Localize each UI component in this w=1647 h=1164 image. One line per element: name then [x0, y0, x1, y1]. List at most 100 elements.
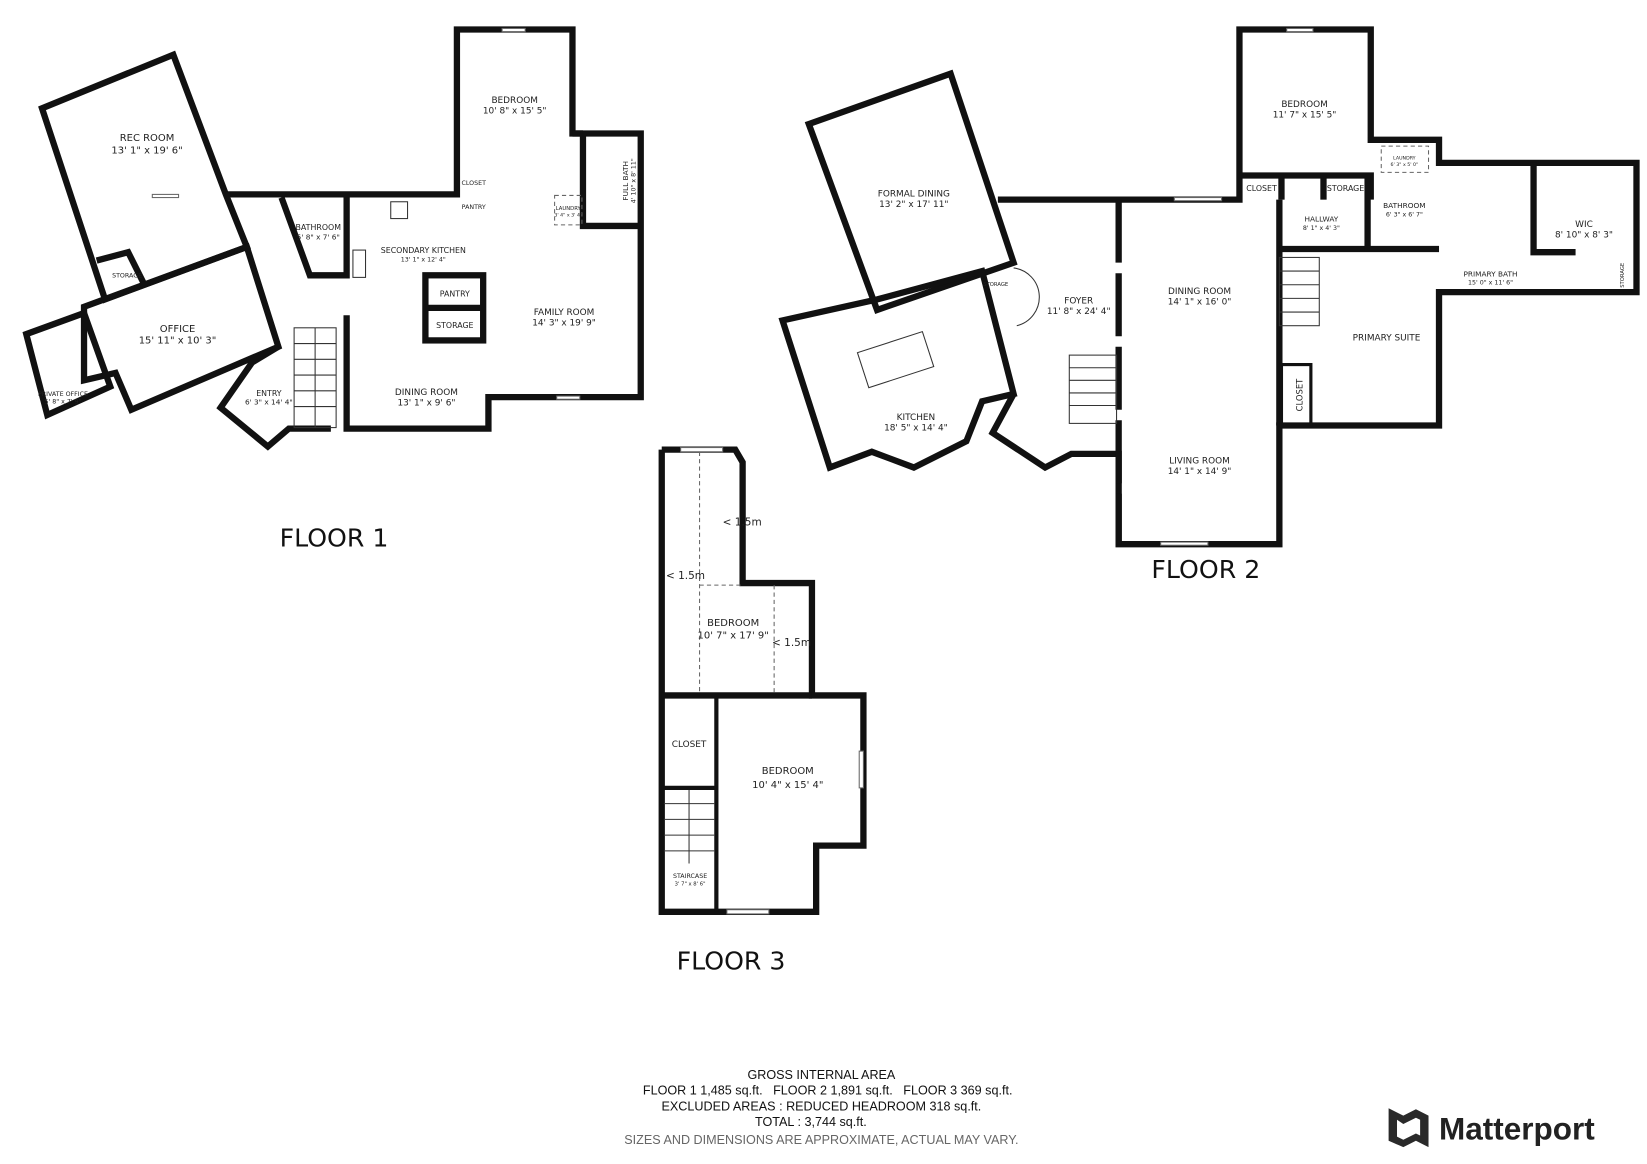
- full-bath-walls: [579, 133, 641, 230]
- kitchen-island: [856, 330, 935, 389]
- headroom-mark: < 1.5m: [666, 570, 705, 582]
- room-dims: 13' 2" x 17' 11": [879, 200, 948, 210]
- room-label: STORAGE: [1620, 263, 1626, 288]
- room-label: BEDROOM: [707, 618, 759, 629]
- laundry-outline: [554, 194, 583, 226]
- room-label: STAIRCASE: [673, 873, 707, 880]
- staircase: [663, 789, 715, 864]
- room-label: FULL BATH: [621, 161, 630, 201]
- room-label: CLOSET: [1294, 378, 1304, 411]
- room-label: STORAGE: [112, 272, 142, 279]
- room-dims: 11' 8" x 24' 4": [1047, 307, 1111, 317]
- room-label: FOYER: [1064, 297, 1093, 307]
- room-dims: 3' 7" x 8' 6": [675, 882, 706, 888]
- room-label: WIC: [1575, 220, 1593, 230]
- spiral-staircase: [1013, 267, 1040, 327]
- room-dims: 10' 4" x 15' 4": [752, 780, 823, 791]
- floor-3-walls: [658, 446, 867, 915]
- room-label: FORMAL DINING: [878, 190, 950, 200]
- brand-name: Matterport: [1439, 1111, 1595, 1147]
- headroom-mark: < 1.5m: [772, 637, 811, 649]
- room-dims: 6' 3" x 6' 7": [1386, 211, 1423, 218]
- room-dims: 14' 3" x 19' 9": [532, 319, 596, 329]
- room-label: BEDROOM: [491, 96, 538, 106]
- room-label: STORAGE: [983, 282, 1008, 288]
- floor-3: < 1.5m < 1.5m < 1.5m BEDROOM 10' 7" x 17…: [658, 446, 867, 976]
- bathroom-walls: [278, 196, 350, 279]
- room-dims: 5' 8" x 7' 6": [297, 233, 340, 242]
- floor-title: FLOOR 2: [1151, 555, 1260, 584]
- area-summary: GROSS INTERNAL AREA FLOOR 1 1,485 sq.ft.…: [624, 1068, 1018, 1147]
- disclaimer: SIZES AND DIMENSIONS ARE APPROXIMATE, AC…: [624, 1133, 1018, 1147]
- entry-walls: [216, 344, 331, 451]
- room-dims: 14' 1" x 14' 9": [1168, 467, 1232, 477]
- room-label: SECONDARY KITCHEN: [381, 246, 466, 255]
- room-label: CLOSET: [672, 740, 707, 750]
- rec-room-walls: [38, 50, 251, 304]
- room-label: STORAGE: [436, 321, 473, 330]
- room-label: LAUNDRY: [1393, 156, 1416, 162]
- summary-total: TOTAL : 3,744 sq.ft.: [755, 1115, 867, 1129]
- room-label: PRIMARY SUITE: [1353, 333, 1421, 343]
- room-label: PANTRY: [462, 204, 486, 211]
- room-dims: 11' 7" x 15' 5": [1273, 111, 1337, 121]
- floor-title: FLOOR 3: [677, 947, 786, 976]
- office-walls: [80, 242, 283, 414]
- room-label: PRIVATE OFFICE: [38, 391, 88, 398]
- room-dims: 10' 8" x 15' 5": [483, 107, 547, 117]
- room-dims: 13' 1" x 19' 6": [111, 145, 182, 156]
- room-label: HALLWAY: [1304, 215, 1338, 224]
- room-dims: 5' 8" x 7' 9": [45, 398, 82, 405]
- room-dims: 13' 1" x 12' 4": [401, 257, 446, 264]
- room-label: LAUNDRY: [556, 206, 582, 212]
- summary-heading: GROSS INTERNAL AREA: [747, 1068, 895, 1082]
- room-dims: 10' 7" x 17' 9": [698, 631, 769, 642]
- room-dims: 8' 10" x 8' 3": [1555, 230, 1613, 240]
- floor-title: FLOOR 1: [280, 523, 389, 552]
- sink: [352, 249, 367, 278]
- summary-excluded: EXCLUDED AREAS : REDUCED HEADROOM 318 sq…: [661, 1099, 981, 1113]
- hall-staircase: [1278, 256, 1320, 327]
- room-label: PRIMARY BATH: [1463, 269, 1517, 278]
- room-label: DINING ROOM: [1168, 287, 1231, 297]
- matterport-logo: Matterport: [1388, 1108, 1595, 1148]
- summary-floors: FLOOR 1 1,485 sq.ft. FLOOR 2 1,891 sq.ft…: [643, 1084, 1013, 1098]
- room-dims: 14' 1" x 16' 0": [1168, 298, 1232, 308]
- room-dims: 13' 1" x 9' 6": [397, 399, 455, 409]
- room-label: BEDROOM: [1281, 100, 1327, 110]
- private-office-walls: [22, 309, 115, 420]
- room-dims: 18' 5" x 14' 4": [884, 424, 948, 434]
- foyer-walls: [988, 26, 1640, 548]
- room-label: FAMILY ROOM: [534, 308, 595, 318]
- room-label: KITCHEN: [897, 413, 936, 423]
- floor-1: REC ROOM 13' 1" x 19' 6" STORAGE OFFICE …: [22, 26, 644, 552]
- headroom-mark: < 1.5m: [723, 516, 762, 528]
- room-label: BATHROOM: [296, 223, 342, 232]
- room-label: OFFICE: [160, 324, 196, 335]
- room-dims: 15' 11" x 10' 3": [139, 336, 217, 347]
- matterport-logo-icon: [1388, 1108, 1429, 1148]
- room-label: CLOSET: [461, 180, 486, 187]
- room-label: REC ROOM: [120, 133, 175, 144]
- room-label: ENTRY: [256, 389, 282, 398]
- room-label: BEDROOM: [762, 766, 814, 777]
- wic-walls: [1530, 162, 1576, 256]
- formal-dining-walls: [804, 69, 1018, 314]
- room-label: PANTRY: [440, 289, 470, 298]
- kitchen-walls: [778, 267, 1018, 472]
- laundry-outline: [1380, 145, 1430, 173]
- room-dims: 3' 4" x 3' 4": [554, 212, 582, 218]
- room-dims: 6' 3" x 14' 4": [245, 397, 293, 406]
- room-label: DINING ROOM: [395, 388, 458, 398]
- room-label: CLOSET: [1246, 184, 1277, 193]
- room-label: LIVING ROOM: [1169, 456, 1230, 466]
- room-dims: 6' 3" x 5' 0": [1390, 162, 1418, 168]
- room-label: BATHROOM: [1383, 201, 1426, 210]
- storage-walls: [95, 248, 148, 288]
- room-dims: 8' 1" x 4' 3": [1303, 225, 1340, 232]
- room-dims: 4' 10" x 8' 11": [630, 158, 637, 203]
- room-dims: 15' 0" x 11' 6": [1468, 280, 1513, 287]
- foyer-staircase: [1068, 354, 1118, 424]
- room-label: STORAGE: [1327, 184, 1364, 193]
